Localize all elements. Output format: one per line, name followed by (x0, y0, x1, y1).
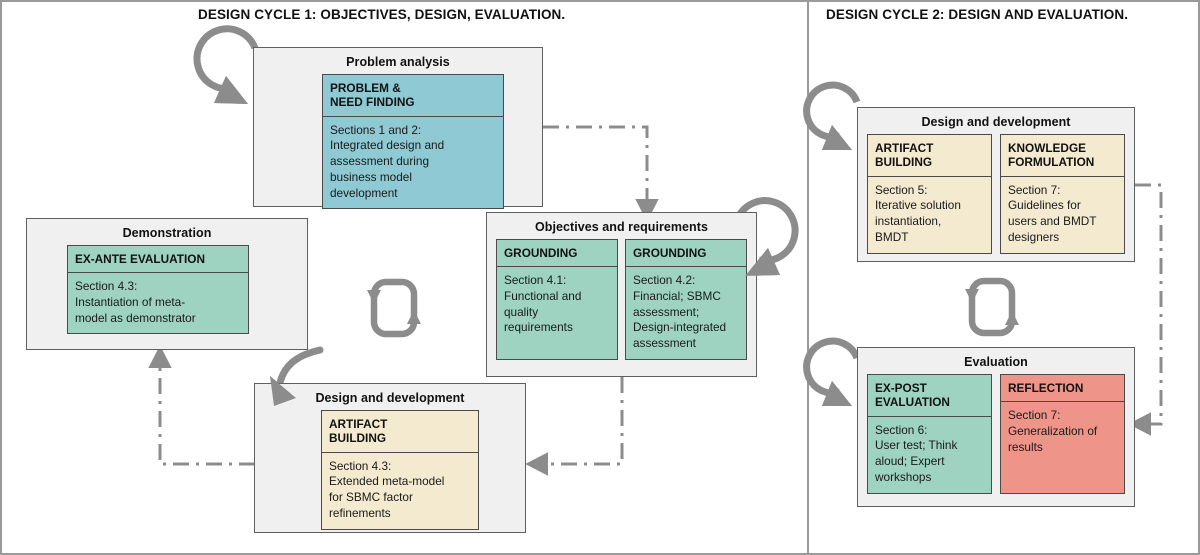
card-knowledge-formulation[interactable]: KNOWLEDGE FORMULATION Section 7: Guideli… (1000, 134, 1125, 254)
loop-arrow-evaluation (803, 337, 861, 406)
card-head: EX-ANTE EVALUATION (68, 246, 248, 274)
card-problem-need-finding[interactable]: PROBLEM & NEED FINDING Sections 1 and 2:… (322, 74, 504, 210)
card-head: ARTIFACT BUILDING (322, 411, 478, 453)
panel-title-cycle-2: DESIGN CYCLE 2: DESIGN AND EVALUATION. (826, 7, 1129, 22)
card-head: EX-POST EVALUATION (868, 375, 991, 417)
cycle-icon-right (965, 277, 1019, 337)
card-body: Section 7: Guidelines for users and BMDT… (1008, 182, 1097, 244)
card-grounding-financial[interactable]: GROUNDING Section 4.2: Financial; SBMC a… (625, 239, 747, 360)
link-design-development-2-to-evaluation (1128, 183, 1163, 436)
card-artifact-building-1[interactable]: ARTIFACT BUILDING Section 4.3: Extended … (321, 410, 479, 530)
card-body: Section 4.1: Functional and quality requ… (504, 273, 582, 335)
phase-title-design-and-development-1: Design and development (315, 391, 465, 405)
phase-box-evaluation[interactable]: Evaluation EX-POST EVALUATION Section 6:… (857, 347, 1135, 507)
card-ex-ante-evaluation[interactable]: EX-ANTE EVALUATION Section 4.3: Instanti… (67, 245, 249, 335)
card-ex-post-evaluation[interactable]: EX-POST EVALUATION Section 6: User test;… (867, 374, 992, 494)
card-body: Section 6: User test; Think aloud; Exper… (875, 422, 958, 484)
card-head: PROBLEM & NEED FINDING (323, 75, 503, 117)
phase-title-problem-analysis: Problem analysis (346, 55, 450, 69)
link-design-development-to-demonstration (148, 345, 255, 466)
phase-box-demonstration[interactable]: Demonstration EX-ANTE EVALUATION Section… (26, 218, 308, 350)
cycle-icon-left (367, 278, 421, 338)
card-grounding-functional[interactable]: GROUNDING Section 4.1: Functional and qu… (496, 239, 618, 360)
card-body: Sections 1 and 2: Integrated design and … (330, 122, 445, 200)
card-body: Section 4.2: Financial; SBMC assessment;… (633, 273, 727, 351)
card-body: Section 4.3: Extended meta-model for SBM… (329, 458, 445, 520)
panel-divider (807, 2, 809, 553)
loop-arrow-problem-analysis (193, 25, 259, 104)
phase-box-design-and-development-2[interactable]: Design and development ARTIFACT BUILDING… (857, 107, 1135, 262)
phase-title-evaluation: Evaluation (964, 355, 1028, 369)
link-objectives-to-design-development (525, 377, 624, 476)
card-head: GROUNDING (626, 240, 746, 268)
phase-title-objectives-and-requirements: Objectives and requirements (535, 220, 708, 234)
arrowhead-evaluation (822, 381, 852, 406)
card-head: REFLECTION (1001, 375, 1124, 403)
card-body: Section 5: Iterative solution instantiat… (875, 182, 961, 244)
phase-box-design-and-development-1[interactable]: Design and development ARTIFACT BUILDING… (254, 383, 526, 533)
phase-title-design-and-development-2: Design and development (921, 115, 1071, 129)
card-body: Section 4.3: Instantiation of meta- mode… (75, 279, 196, 325)
phase-title-demonstration: Demonstration (122, 226, 212, 240)
phase-box-problem-analysis[interactable]: Problem analysis PROBLEM & NEED FINDING … (253, 47, 543, 210)
arrowhead-problem-analysis (214, 76, 248, 104)
loop-arrow-design-development-2 (803, 81, 861, 150)
link-problem-analysis-to-objectives (543, 125, 659, 222)
card-head: ARTIFACT BUILDING (868, 135, 991, 177)
card-artifact-building-2[interactable]: ARTIFACT BUILDING Section 5: Iterative s… (867, 134, 992, 254)
arrowhead-design-development-2 (822, 125, 852, 150)
panel-title-cycle-1: DESIGN CYCLE 1: OBJECTIVES, DESIGN, EVAL… (198, 7, 566, 22)
phase-box-objectives-and-requirements[interactable]: Objectives and requirements GROUNDING Se… (486, 212, 757, 377)
card-body: Section 7: Generalization of results (1008, 408, 1098, 454)
card-reflection[interactable]: REFLECTION Section 7: Generalization of … (1000, 374, 1125, 494)
card-head: GROUNDING (497, 240, 617, 268)
card-head: KNOWLEDGE FORMULATION (1001, 135, 1124, 177)
